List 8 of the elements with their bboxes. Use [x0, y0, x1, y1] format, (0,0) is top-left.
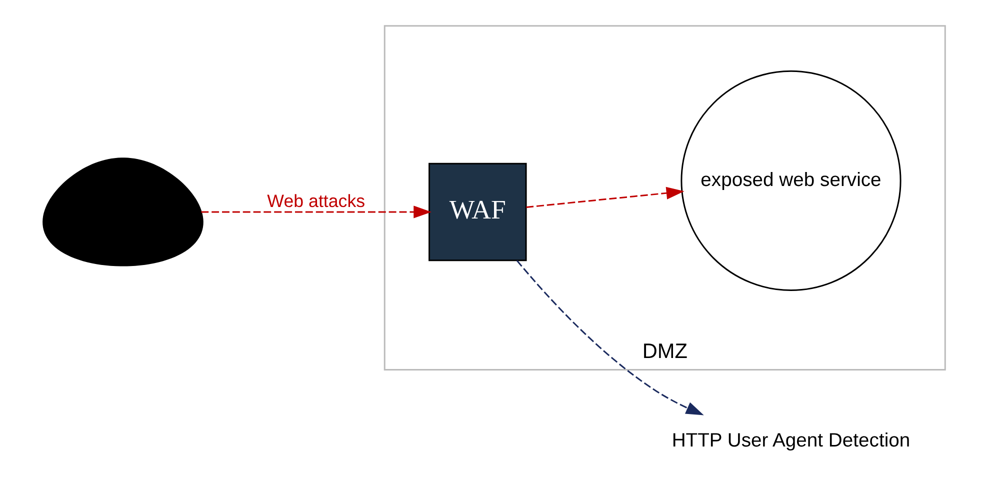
node-circle: exposed web service	[680, 70, 902, 291]
arrow	[516, 260, 704, 416]
node-box: WAF	[428, 162, 527, 262]
arrow	[201, 206, 432, 218]
arrow	[526, 186, 684, 208]
edge-label: Web attacks	[267, 190, 366, 211]
node-text: HTTP User Agent Detection	[672, 429, 910, 452]
node-person	[42, 158, 204, 266]
